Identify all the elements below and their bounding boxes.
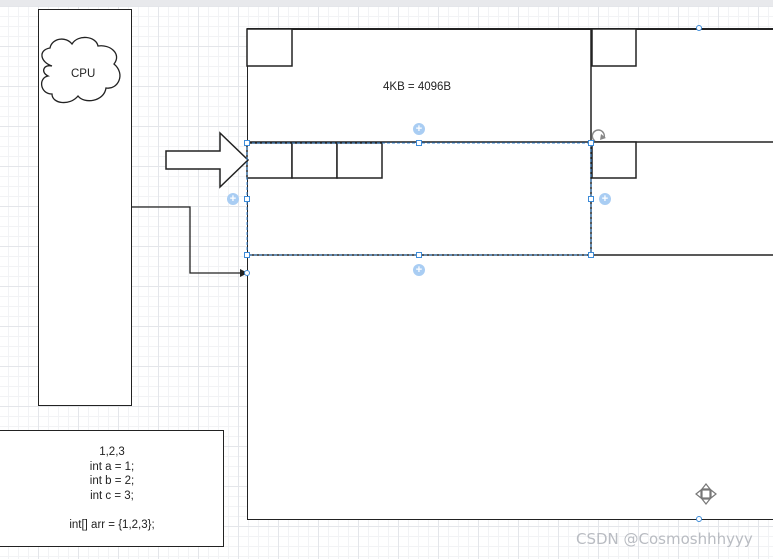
selection-handle-n[interactable] [416,140,422,146]
selection-handle-nw[interactable] [244,140,250,146]
cpu-label: CPU [71,68,96,80]
connection-point[interactable] [696,516,702,522]
add-connection-bottom-icon[interactable]: + [413,264,425,276]
page-block-cell[interactable] [246,28,293,67]
selection-handle-se[interactable] [588,252,594,258]
selection-handle-s[interactable] [416,252,422,258]
selection-handle-w[interactable] [244,196,250,202]
block-arrow-right[interactable] [165,131,250,189]
rotate-icon-tip [600,134,606,140]
cloud-shape[interactable] [41,36,121,104]
code-line: 1,2,3 [99,446,125,458]
code-line: int[] arr = {1,2,3}; [69,518,155,531]
selection-handle-sw[interactable] [244,252,250,258]
code-text: 1,2,3 int a = 1; int b = 2; int c = 3; i… [0,445,224,532]
selection-handle-e[interactable] [588,196,594,202]
memory-box[interactable] [247,28,773,520]
code-box[interactable] [0,430,224,547]
code-line: int c = 3; [90,489,134,502]
connection-point[interactable] [696,25,702,31]
move-icon[interactable] [695,483,717,505]
array-cell-1[interactable] [246,142,293,179]
watermark: CSDN @Cosmoshhhyyy [576,530,753,548]
canvas-top-bar [0,0,773,6]
array-cell-2[interactable] [291,142,338,179]
add-connection-top-icon[interactable]: + [413,123,425,135]
memory-page-label: 4KB = 4096B [383,81,452,93]
add-connection-left-icon[interactable]: + [227,193,239,205]
code-line: int a = 1; [89,460,135,473]
selection-handle-ne[interactable] [588,140,594,146]
page-block-cell[interactable] [591,141,637,179]
page-block-cell[interactable] [591,28,637,67]
cpu-memory-connector[interactable] [132,206,240,274]
rotate-icon[interactable] [591,129,606,142]
connection-point[interactable] [244,270,250,276]
code-line: int b = 2; [89,475,135,487]
add-connection-right-icon[interactable]: + [599,193,611,205]
code-line [0,503,224,518]
array-cell-3[interactable] [336,142,383,179]
